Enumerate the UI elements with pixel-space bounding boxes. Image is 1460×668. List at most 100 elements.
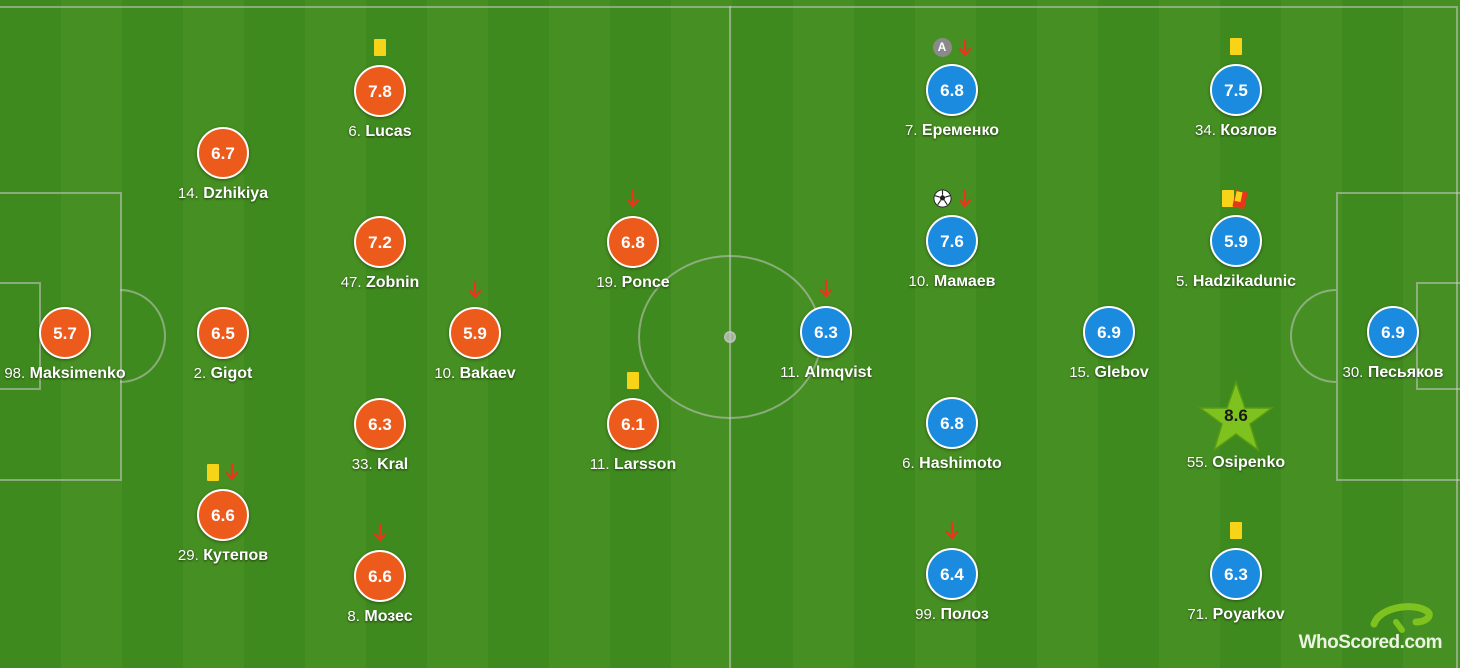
yellow-card-icon xyxy=(627,372,639,390)
player-name: Еременко xyxy=(921,122,1000,139)
player-label: 47. Zobnin xyxy=(260,274,500,292)
player-rating: 6.6 xyxy=(354,550,406,602)
player-number: 6. xyxy=(348,123,361,140)
player-number: 10. xyxy=(434,365,456,382)
player-name: Hashimoto xyxy=(919,455,1002,472)
player-number: 2. xyxy=(193,365,207,382)
player-rating: 6.8 xyxy=(926,397,978,449)
player-number: 8. xyxy=(347,608,360,625)
player-rating: 8.6 xyxy=(1224,406,1248,425)
player-number: 47. xyxy=(340,274,362,291)
player-rating: 6.5 xyxy=(197,307,249,359)
center-spot xyxy=(724,331,736,343)
player-label: 8. Мозес xyxy=(260,608,500,626)
player-name: Bakaev xyxy=(459,365,516,382)
player-name: Мамаев xyxy=(933,273,996,290)
player-rating: 7.8 xyxy=(354,65,406,117)
player-rating: 6.8 xyxy=(926,64,978,116)
player-rating: 7.2 xyxy=(354,216,406,268)
player-rating: 6.3 xyxy=(800,306,852,358)
player-rating: 6.8 xyxy=(607,216,659,268)
logo-mark-icon xyxy=(1370,603,1433,633)
player-label: 10. Bakaev xyxy=(355,365,595,383)
player-name: Козлов xyxy=(1220,122,1277,139)
sub-off-arrow-icon xyxy=(958,38,971,56)
player-label: 10. Мамаев xyxy=(832,273,1072,291)
star-icon xyxy=(1197,379,1275,452)
player-label: 5. Hadzikadunic xyxy=(1116,273,1356,291)
player-name: Maksimenko xyxy=(29,365,126,382)
player-number: 11. xyxy=(589,456,610,473)
captain-icon: A xyxy=(932,38,952,57)
player-number: 55. xyxy=(1186,454,1208,471)
player-number: 71. xyxy=(1187,606,1209,623)
player-label: 71. Poyarkov xyxy=(1116,606,1356,624)
player-label: 55. Osipenko xyxy=(1116,454,1356,472)
player-label: 33. Kral xyxy=(260,456,500,474)
yellow-card-icon xyxy=(374,39,386,57)
player-label: 6. Lucas xyxy=(260,123,500,141)
player-number: 98. xyxy=(4,365,26,382)
second-yellow-icon xyxy=(1222,189,1250,214)
player-name: Hadzikadunic xyxy=(1192,273,1297,290)
player-label: 7. Еременко xyxy=(832,122,1072,140)
player-rating: 5.9 xyxy=(449,307,501,359)
player-events xyxy=(435,281,515,301)
player-label: 29. Кутепов xyxy=(103,547,343,565)
player-label: 11. Larsson xyxy=(513,456,753,474)
player-number: 14. xyxy=(177,185,199,202)
player-rating: 6.3 xyxy=(354,398,406,450)
sub-off-arrow-icon xyxy=(626,190,640,208)
man-of-the-match-star: 8.6 xyxy=(1197,379,1275,456)
player-name: Lucas xyxy=(365,123,412,140)
yellow-card-icon xyxy=(1230,38,1242,56)
player-number: 5. xyxy=(1175,273,1189,290)
player-label: 14. Dzhikiya xyxy=(103,185,343,203)
player-name: Kral xyxy=(377,456,409,473)
yellow-card-icon xyxy=(207,463,219,481)
player-number: 34. xyxy=(1195,122,1216,139)
player-number: 33. xyxy=(351,456,373,473)
player-number: 99. xyxy=(915,606,937,623)
player-number: 7. xyxy=(904,122,918,139)
yellow-card-icon xyxy=(1230,522,1242,540)
player-name: Песьяков xyxy=(1367,364,1444,381)
player-name: Dzhikiya xyxy=(203,185,269,202)
player-number: 29. xyxy=(177,547,199,564)
player-label: 15. Glebov xyxy=(989,364,1229,382)
player-events xyxy=(1196,38,1276,58)
sub-off-arrow-icon xyxy=(373,524,387,542)
player-rating: 6.9 xyxy=(1083,306,1135,358)
player-label: 99. Полоз xyxy=(832,606,1072,624)
sub-off-arrow-icon xyxy=(468,281,482,299)
player-rating: 6.3 xyxy=(1210,548,1262,600)
sub-off-arrow-icon xyxy=(819,280,833,298)
player-events xyxy=(1196,522,1276,542)
logo-text: WhoScored.com xyxy=(1298,632,1443,653)
player-name: Gigot xyxy=(210,365,253,382)
sub-off-arrow-icon xyxy=(945,522,959,540)
player-name: Zobnin xyxy=(366,274,420,291)
player-events xyxy=(593,372,673,392)
sub-off-arrow-icon xyxy=(958,189,971,207)
player-events xyxy=(340,39,420,59)
player-rating: 7.5 xyxy=(1210,64,1262,116)
player-name: Larsson xyxy=(613,456,677,473)
sub-off-arrow-icon xyxy=(225,463,239,481)
player-rating: 5.7 xyxy=(39,307,91,359)
player-events xyxy=(912,522,992,542)
right-penalty-box xyxy=(1336,192,1460,481)
player-name: Almqvist xyxy=(804,364,872,381)
player-name: Мозес xyxy=(364,608,413,625)
player-rating: 6.1 xyxy=(607,398,659,450)
whoscored-logo: WhoScored.com xyxy=(1292,603,1443,654)
player-name: Полоз xyxy=(940,606,989,623)
player-events xyxy=(593,190,673,210)
player-label: 98. Maksimenko xyxy=(0,365,185,383)
player-events xyxy=(912,189,992,209)
player-label: 11. Almqvist xyxy=(706,364,946,382)
player-number: 15. xyxy=(1069,364,1091,381)
goal-ball-icon xyxy=(932,189,952,208)
player-label: 6. Hashimoto xyxy=(832,455,1072,473)
